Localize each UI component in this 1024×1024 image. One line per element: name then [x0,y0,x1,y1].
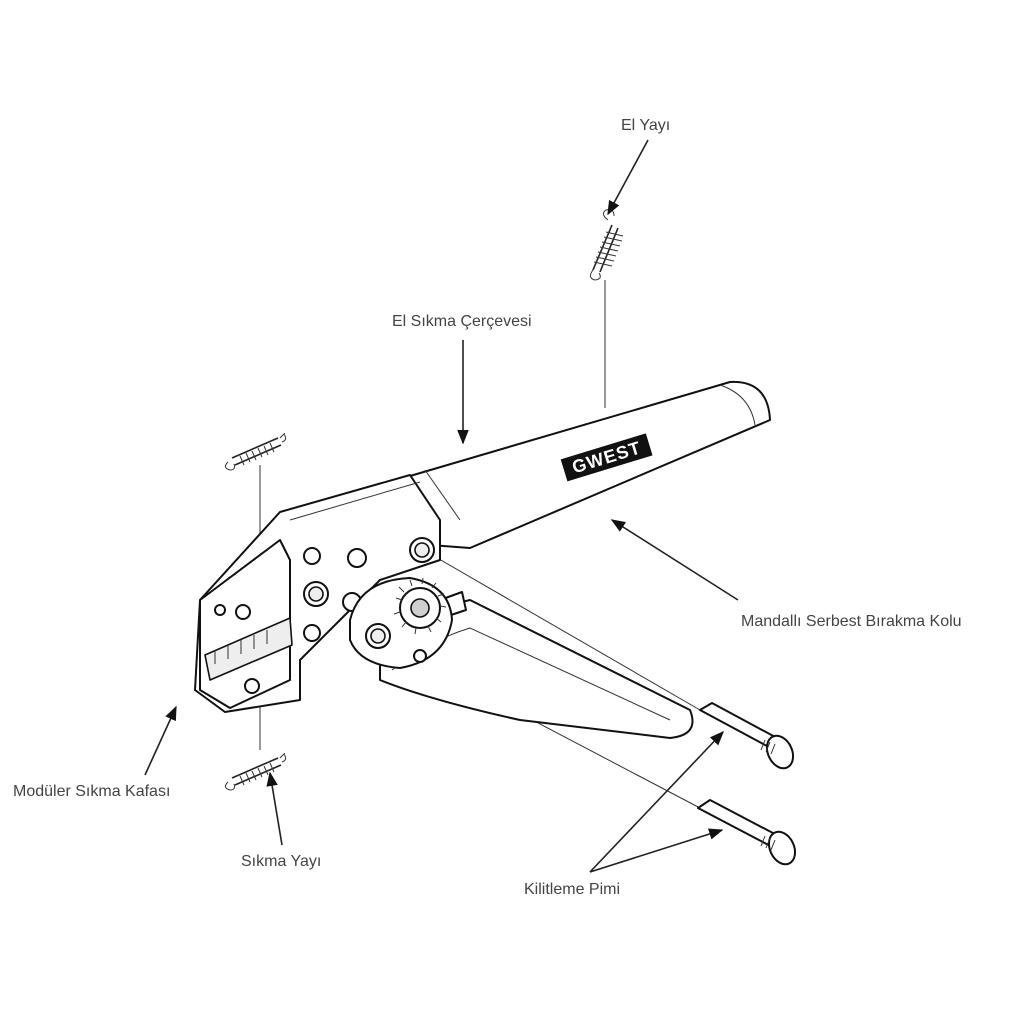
locking-pin-bottom [697,799,797,866]
label-mandalli-kol: Mandallı Serbest Bırakma Kolu [741,613,962,630]
label-kilitleme-pimi: Kilitleme Pimi [524,881,621,898]
label-el-yayi: El Yayı [621,117,671,134]
crimp-spring-top [224,433,287,471]
label-sikma-yayi: Sıkma Yayı [241,853,322,870]
crimp-spring-bottom [224,753,287,791]
hand-spring [589,209,624,281]
crimp-frame [194,474,453,713]
label-el-sikma-cercevesi: El Sıkma Çerçevesi [392,313,532,330]
annotation-arrows [144,139,739,873]
locking-pin-top [699,702,795,770]
label-moduler-kafa: Modüler Sıkma Kafası [13,783,171,800]
